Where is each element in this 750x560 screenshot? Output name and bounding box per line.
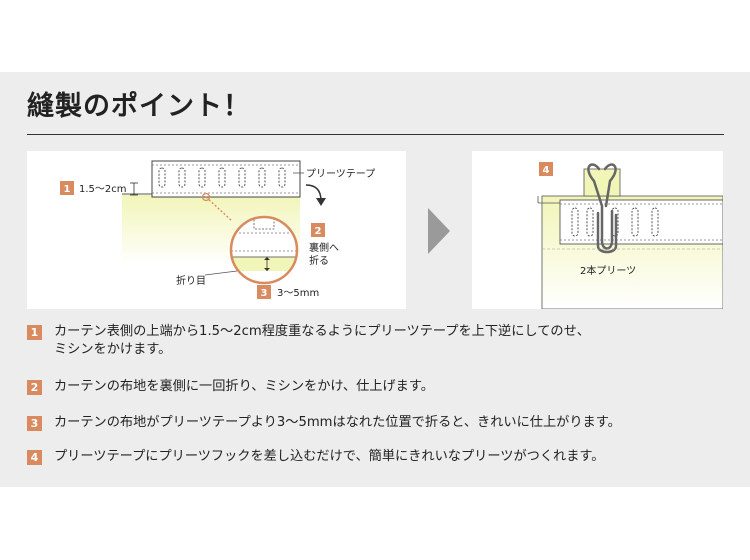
- fold-label-line1: 裏側へ: [309, 241, 339, 254]
- step-1: 1 カーテン表側の上端から1.5〜2cm程度重なるようにプリーツテープを上下逆に…: [27, 323, 590, 363]
- step-badge-2: [311, 223, 325, 237]
- crease-leader: [204, 270, 238, 276]
- right-diagram: 4 2本プリーツ: [537, 162, 723, 309]
- step-1-badge: 1: [27, 325, 42, 340]
- step-2-text: カーテンの布地を裏側に一回折り、ミシンをかけ、仕上げます。: [54, 379, 434, 394]
- tape-pockets: [158, 167, 286, 188]
- step-badge-1: [60, 181, 74, 195]
- tape-pockets: [571, 207, 659, 237]
- left-diagram-card: プリーツテープ 1 1.5〜2cm 2 裏側へ 折る: [27, 151, 406, 309]
- pleat-tape: [559, 199, 723, 245]
- step-1-line2: ミシンをかけます。: [54, 342, 172, 357]
- step-3-text: カーテンの布地がプリーツテープより3〜5mmはなれた位置で折ると、きれいに仕上が…: [54, 415, 621, 430]
- step-badge-3: [257, 285, 271, 299]
- step-badge-4-num: 4: [543, 165, 550, 176]
- fold-label-line2: 折る: [309, 254, 329, 267]
- chevron-right-icon: [428, 208, 450, 254]
- title-divider: [27, 134, 724, 135]
- step-badge-2-num: 2: [315, 226, 322, 237]
- step-1-line1: カーテン表側の上端から1.5〜2cm程度重なるようにプリーツテープを上下逆にして…: [54, 324, 590, 339]
- step-badge-1-num: 1: [64, 184, 71, 195]
- magnifier-target: [201, 192, 211, 202]
- tape-label: プリーツテープ: [306, 168, 375, 180]
- step-3: 3 カーテンの布地がプリーツテープより3〜5mmはなれた位置で折ると、きれいに仕…: [27, 414, 621, 434]
- step-4: 4 プリーツテープにプリーツフックを差し込むだけで、簡単にきれいなプリーツがつく…: [27, 448, 604, 468]
- magnifier-leader: [205, 196, 233, 222]
- step-badge-4: [539, 162, 553, 176]
- page-title: 縫製のポイント！: [27, 91, 251, 122]
- hook-label: 2本プリーツ: [580, 264, 636, 277]
- gap-measure-label: 3〜5mm: [277, 288, 319, 299]
- overlap-measure-label: 1.5〜2cm: [79, 184, 127, 195]
- step-2-badge: 2: [27, 380, 42, 395]
- pleat-hook-icon: [587, 163, 618, 254]
- magnifier-circle: [229, 215, 299, 285]
- right-diagram-card: 4 2本プリーツ: [472, 151, 723, 309]
- step-4-text: プリーツテープにプリーツフックを差し込むだけで、簡単にきれいなプリーツがつくれま…: [54, 449, 605, 464]
- pleat-tape: [151, 160, 301, 198]
- step-badge-3-num: 3: [261, 288, 268, 299]
- crease-label: 折り目: [176, 274, 206, 287]
- magnified-detail: [231, 217, 297, 283]
- step-4-badge: 4: [27, 450, 42, 465]
- left-diagram: プリーツテープ 1 1.5〜2cm 2 裏側へ 折る: [60, 160, 375, 299]
- step-2: 2 カーテンの布地を裏側に一回折り、ミシンをかけ、仕上げます。: [27, 378, 434, 398]
- step-3-badge: 3: [27, 416, 42, 431]
